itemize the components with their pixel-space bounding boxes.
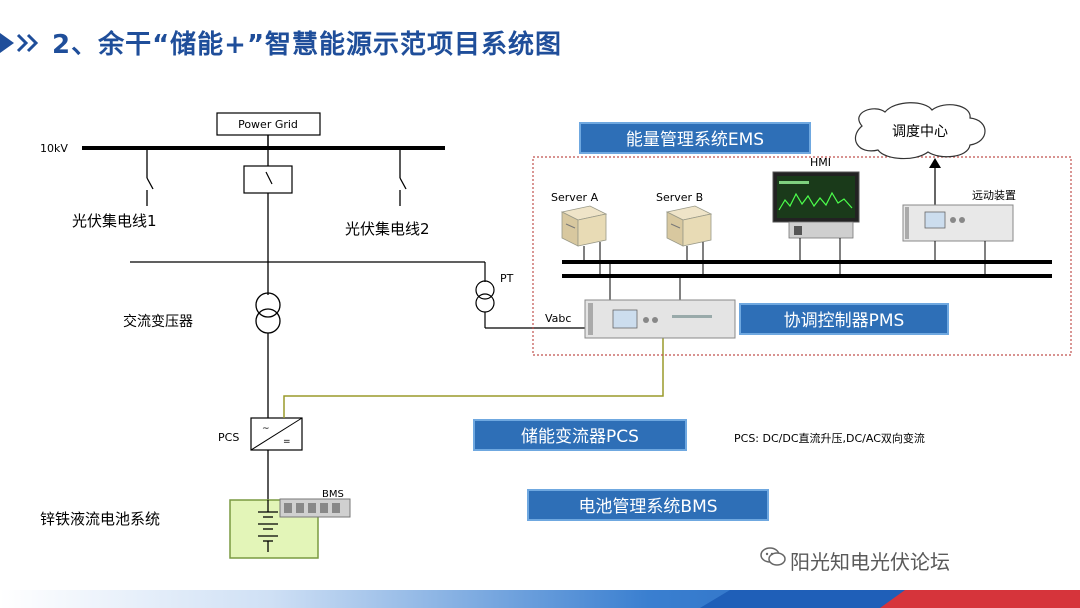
pv-line-2-label: 光伏集电线2: [345, 220, 430, 238]
svg-text:=: =: [283, 437, 291, 447]
wechat-icon: [760, 547, 786, 566]
pms-label-box: [739, 303, 949, 335]
dispatch-cloud-icon: [855, 102, 986, 160]
main-switch-box: [243, 165, 293, 194]
server-b-icon: [665, 205, 713, 247]
ems-label: 能量管理系统EMS: [626, 130, 764, 150]
pms-label: 协调控制器PMS: [784, 311, 905, 331]
pt-transformer-icon-a: [475, 280, 495, 300]
server-a-icon: [560, 205, 608, 247]
pcs-note: PCS: DC/DC直流升压,DC/AC双向变流: [734, 431, 925, 445]
hmi-monitor-icon: [772, 171, 860, 239]
battery-system-label: 锌铁液流电池系统: [40, 510, 160, 528]
pcs-label-box: [473, 419, 687, 451]
diagram-area: 10kV Power Grid 光伏集电线1 光伏集电线2 PT Vabc 交流…: [0, 98, 1080, 584]
pcs-label: 储能变流器PCS: [521, 427, 639, 447]
transformer-label: 交流变压器: [123, 313, 193, 330]
pt-label: PT: [500, 272, 514, 285]
bms-small-label: BMS: [322, 489, 344, 500]
title-chevron-icon: [0, 33, 39, 53]
pcs-pms-signal-line: [283, 337, 664, 418]
header-band: [0, 0, 1080, 98]
footer-bar: [0, 590, 1080, 608]
ems-boundary: [532, 156, 1072, 356]
hmi-label: HMI: [810, 156, 831, 169]
voltage-label: 10kV: [40, 142, 68, 155]
power-grid-label: Power Grid: [238, 118, 298, 131]
watermark-text: 阳光知电光伏论坛: [790, 550, 950, 574]
vabc-label: Vabc: [545, 312, 571, 325]
pcs-small-label: PCS: [218, 431, 239, 444]
slide-title: 2、余干“储能+”智慧能源示范项目系统图: [52, 30, 563, 60]
svg-text:~: ~: [262, 424, 270, 434]
bms-label: 电池管理系统BMS: [578, 497, 717, 517]
server-a-label: Server A: [551, 191, 599, 204]
ems-label-box: [579, 122, 811, 154]
dispatch-center-label: 调度中心: [892, 124, 948, 140]
uplink-arrow-icon: [929, 158, 941, 168]
server-b-label: Server B: [656, 191, 703, 204]
ac-transformer-icon-a: [255, 292, 281, 318]
system-diagram: 10kV Power Grid 光伏集电线1 光伏集电线2 PT Vabc 交流…: [40, 102, 1072, 559]
pv-line-1-label: 光伏集电线1: [72, 212, 157, 230]
pv2-switch-icon: [399, 177, 407, 190]
remote-device-icon: [902, 204, 1014, 242]
pv1-switch-icon: [146, 177, 154, 190]
bms-label-box: [527, 489, 769, 521]
remote-device-label: 远动装置: [972, 189, 1016, 202]
battery-icon: [258, 500, 278, 552]
pms-device-icon: [584, 299, 736, 339]
